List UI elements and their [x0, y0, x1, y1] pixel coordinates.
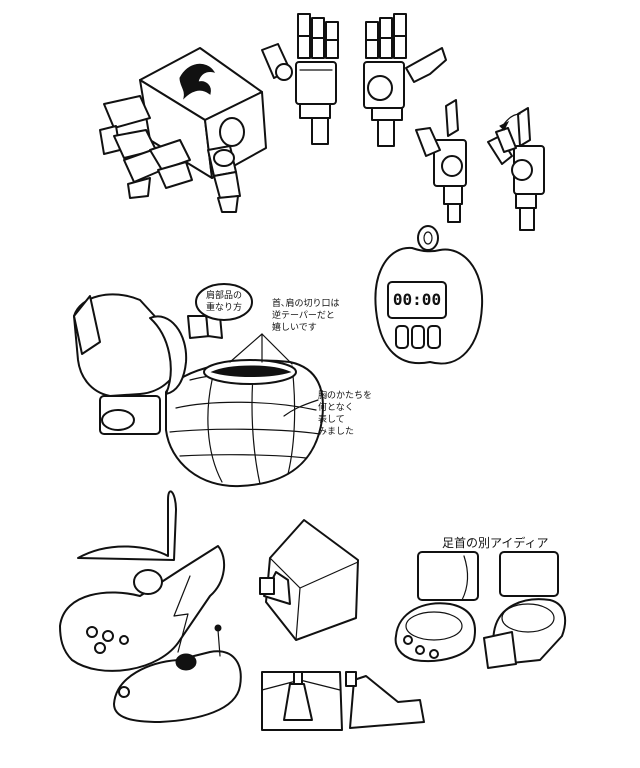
ankle-base-sketch: [261, 671, 425, 731]
open-hand-left-sketch: [261, 13, 339, 145]
ankle-idea-heading: 足首の別アイディア: [442, 536, 549, 550]
open-hand-right-sketch: [363, 13, 447, 147]
rotation-arrow-icon: [503, 113, 521, 125]
shoe-sketch: [59, 490, 242, 723]
shoulder-overlap-note: 肩部品の 重なり方: [205, 291, 242, 313]
robot-fist-sketch: [99, 47, 267, 213]
chest-shape-note: 胸のかたちを 何となく 表して みました: [318, 391, 373, 437]
speech-bubble: [195, 283, 253, 321]
ankle-block-sketch: [259, 519, 359, 641]
small-hand-b-sketch: [487, 107, 545, 231]
neck-shoulder-note: 首､肩の切り口は 逆テーパーだと 嬉しいです: [272, 299, 340, 333]
small-hand-a-sketch: [415, 99, 467, 223]
apple-stopwatch-sketch: [374, 225, 484, 365]
stopwatch-display: 00:00: [392, 290, 442, 309]
shoulder-chest-sketch: [73, 283, 324, 488]
feet-alternative-sketch: [394, 551, 567, 669]
emblem-icon: [179, 63, 216, 100]
